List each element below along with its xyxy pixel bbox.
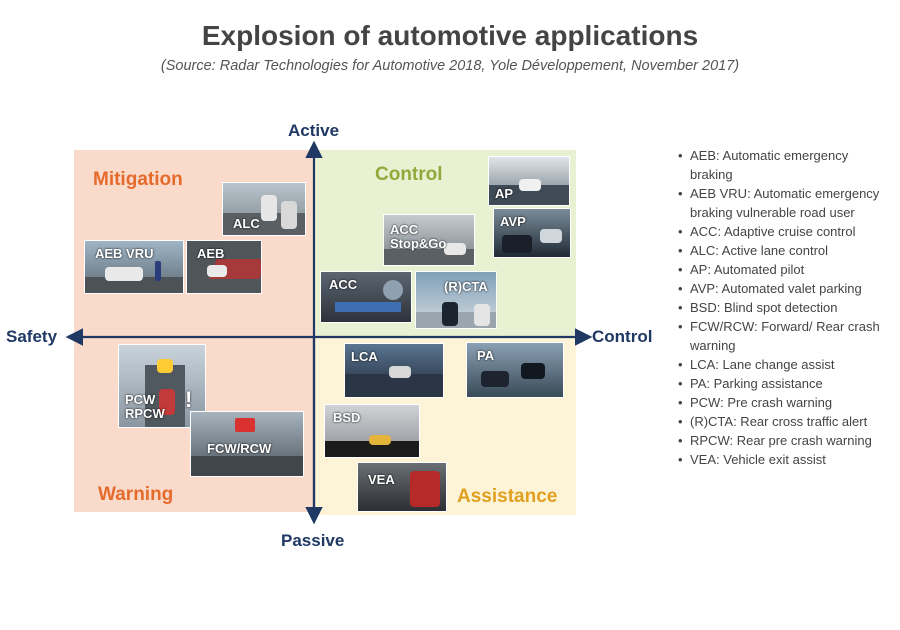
bullet-icon: • <box>678 243 683 258</box>
legend-item: • AVP: Automated valet parking <box>678 279 893 298</box>
label-acc: ACC <box>329 277 358 292</box>
legend-item: • BSD: Blind spot detection <box>678 298 893 317</box>
bullet-icon: • <box>678 452 683 467</box>
legend-text: AEB: Automatic emergency braking <box>690 148 849 182</box>
bullet-icon: • <box>678 148 683 163</box>
thumb-ap: AP <box>488 156 570 206</box>
label-acc-stopgo-1: ACC <box>390 222 419 237</box>
label-aeb: AEB <box>197 246 225 261</box>
bullet-icon: • <box>678 300 683 315</box>
legend-item: • VEA: Vehicle exit assist <box>678 450 893 469</box>
legend-item: • AEB VRU: Automatic emergency braking vu… <box>678 184 893 222</box>
thumb-aeb-vru: AEB VRU <box>84 240 184 294</box>
thumb-rcta: (R)CTA <box>415 271 497 329</box>
legend-item: • AEB: Automatic emergency braking <box>678 146 893 184</box>
legend-text: VEA: Vehicle exit assist <box>690 452 826 467</box>
legend-item: • LCA: Lane change assist <box>678 355 893 374</box>
source-subtitle: (Source: Radar Technologies for Automoti… <box>160 58 740 74</box>
legend-item: • PA: Parking assistance <box>678 374 893 393</box>
label-lca: LCA <box>351 349 378 364</box>
thumb-bsd: BSD <box>324 404 420 458</box>
abbreviation-legend: • AEB: Automatic emergency braking • AEB VR… <box>678 146 893 469</box>
quadrant-label-mitigation: Mitigation <box>93 169 183 190</box>
legend-text: FCW/RCW: Forward/ Rear crash warning <box>690 319 880 353</box>
label-rpcw: RPCW <box>125 406 165 421</box>
legend-text: ACC: Adaptive cruise control <box>690 224 856 239</box>
legend-text: BSD: Blind spot detection <box>690 300 838 315</box>
legend-item: • PCW: Pre crash warning <box>678 393 893 412</box>
legend-item: • AP: Automated pilot <box>678 260 893 279</box>
legend-item: • ALC: Active lane control <box>678 241 893 260</box>
thumb-pa: PA <box>466 342 564 398</box>
bullet-icon: • <box>678 357 683 372</box>
legend-text: AEB VRU: Automatic emergency braking vul… <box>690 186 880 220</box>
legend-text: PA: Parking assistance <box>690 376 823 391</box>
thumb-acc: ACC <box>320 271 412 323</box>
legend-text: (R)CTA: Rear cross traffic alert <box>690 414 868 429</box>
legend-item: • (R)CTA: Rear cross traffic alert <box>678 412 893 431</box>
thumb-acc-stopgo: ACC Stop&Go <box>383 214 475 266</box>
thumb-aeb: AEB <box>186 240 262 294</box>
label-rcta: (R)CTA <box>444 279 488 294</box>
bullet-icon: • <box>678 281 683 296</box>
label-vea: VEA <box>368 472 395 487</box>
axis-label-safety: Safety <box>6 327 58 346</box>
bullet-icon: • <box>678 319 683 334</box>
legend-item: • FCW/RCW: Forward/ Rear crash warning <box>678 317 893 355</box>
legend-text: RPCW: Rear pre crash warning <box>690 433 872 448</box>
label-pa: PA <box>477 348 495 363</box>
bullet-icon: • <box>678 414 683 429</box>
label-acc-stopgo-2: Stop&Go <box>390 236 447 251</box>
axis-label-active: Active <box>288 121 340 140</box>
legend-text: LCA: Lane change assist <box>690 357 835 372</box>
axis-label-control: Control <box>592 327 653 346</box>
bullet-icon: • <box>678 433 683 448</box>
label-ap: AP <box>495 186 514 201</box>
legend-text: ALC: Active lane control <box>690 243 829 258</box>
bullet-icon: • <box>678 186 683 201</box>
thumb-avp: AVP <box>493 208 571 258</box>
bullet-icon: • <box>678 262 683 277</box>
axis-label-passive: Passive <box>281 531 345 550</box>
bullet-icon: • <box>678 224 683 239</box>
legend-item: • ACC: Adaptive cruise control <box>678 222 893 241</box>
legend-text: AP: Automated pilot <box>690 262 805 277</box>
legend-item: • RPCW: Rear pre crash warning <box>678 431 893 450</box>
thumb-vea: VEA <box>357 462 447 512</box>
label-fcw-rcw: FCW/RCW <box>207 441 272 456</box>
legend-text: PCW: Pre crash warning <box>690 395 833 410</box>
label-aeb-vru: AEB VRU <box>95 246 154 261</box>
quadrant-label-warning: Warning <box>98 484 174 505</box>
legend-text: AVP: Automated valet parking <box>690 281 862 296</box>
page-title: Explosion of automotive applications <box>201 20 699 51</box>
label-avp: AVP <box>500 214 526 229</box>
thumb-alc: ALC <box>222 182 306 236</box>
bullet-icon: • <box>678 376 683 391</box>
thumb-lca: LCA <box>344 343 444 398</box>
thumb-fcw-rcw: FCW/RCW <box>190 411 304 477</box>
bullet-icon: • <box>678 395 683 410</box>
quadrant-label-assistance: Assistance <box>457 486 558 507</box>
quadrant-label-control: Control <box>375 164 443 185</box>
warning-exclamation-icon: ! <box>185 387 193 412</box>
label-pcw: PCW <box>125 392 156 407</box>
label-bsd: BSD <box>333 410 361 425</box>
label-alc: ALC <box>233 216 260 231</box>
